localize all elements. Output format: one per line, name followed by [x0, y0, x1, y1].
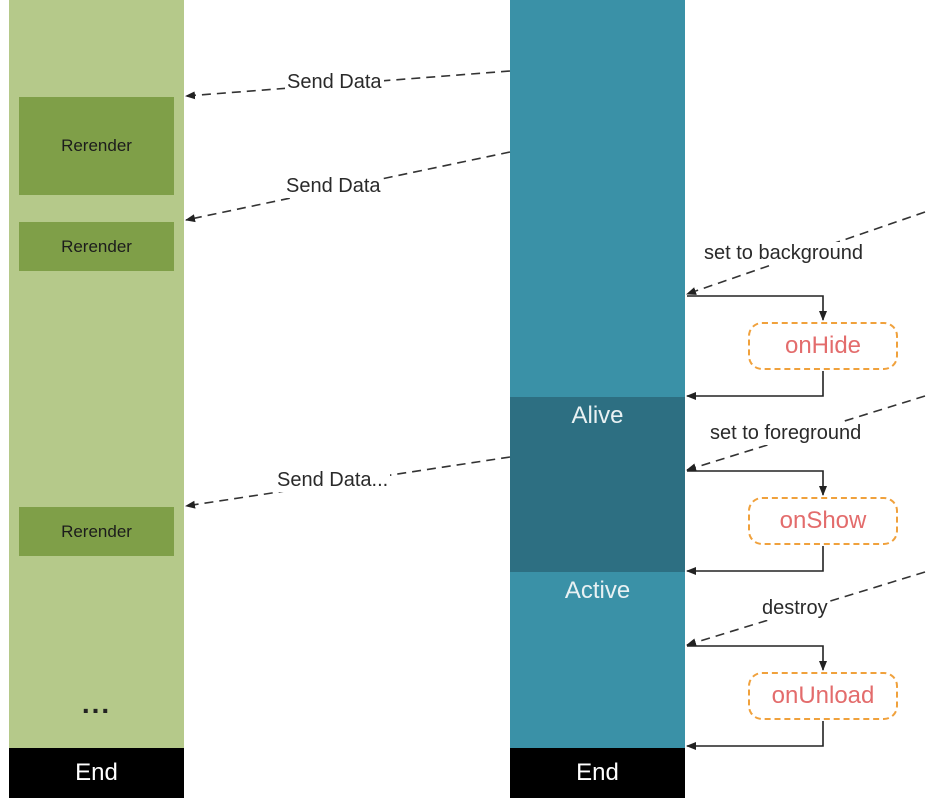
- on-hide-loop-out: [686, 371, 824, 400]
- rerender-label: Rerender: [61, 521, 132, 541]
- send-data-arrow-3: [185, 456, 511, 509]
- on-unload-loop-in: [687, 645, 827, 671]
- on-hide-hook: onHide: [748, 322, 898, 370]
- logic-end-block: End: [510, 748, 685, 798]
- set-background-label: set to background: [702, 242, 865, 265]
- send-data-arrow-1: [185, 70, 511, 100]
- state-label-alive: Alive: [571, 402, 624, 429]
- logic-thread-active-segment-2: [510, 572, 685, 748]
- send-data-label-1: Send Data: [285, 71, 384, 94]
- on-show-loop-out: [686, 546, 824, 575]
- continuation-ellipsis: ...: [81, 688, 112, 719]
- rerender-label: Rerender: [61, 136, 132, 155]
- on-show-hook: onShow: [748, 497, 898, 545]
- send-data-label-2: Send Data: [284, 175, 383, 198]
- rerender-block-1: Rerender: [19, 97, 174, 195]
- send-data-label-3: Send Data...: [275, 469, 391, 492]
- rerender-block-3: Rerender: [19, 507, 174, 556]
- on-hide-loop-in: [687, 295, 827, 321]
- on-show-loop-in: [687, 470, 827, 496]
- set-foreground-label: set to foreground: [708, 422, 864, 445]
- state-label-active: Active: [564, 577, 631, 604]
- destroy-label: destroy: [760, 597, 830, 620]
- rerender-label: Rerender: [61, 236, 132, 256]
- on-unload-loop-out: [686, 721, 824, 750]
- logic-thread-active-segment: [510, 0, 685, 397]
- logic-thread-alive-segment: [510, 397, 685, 572]
- view-end-block: End: [9, 748, 184, 798]
- on-unload-hook: onUnload: [748, 672, 898, 720]
- rerender-block-2: Rerender: [19, 222, 174, 271]
